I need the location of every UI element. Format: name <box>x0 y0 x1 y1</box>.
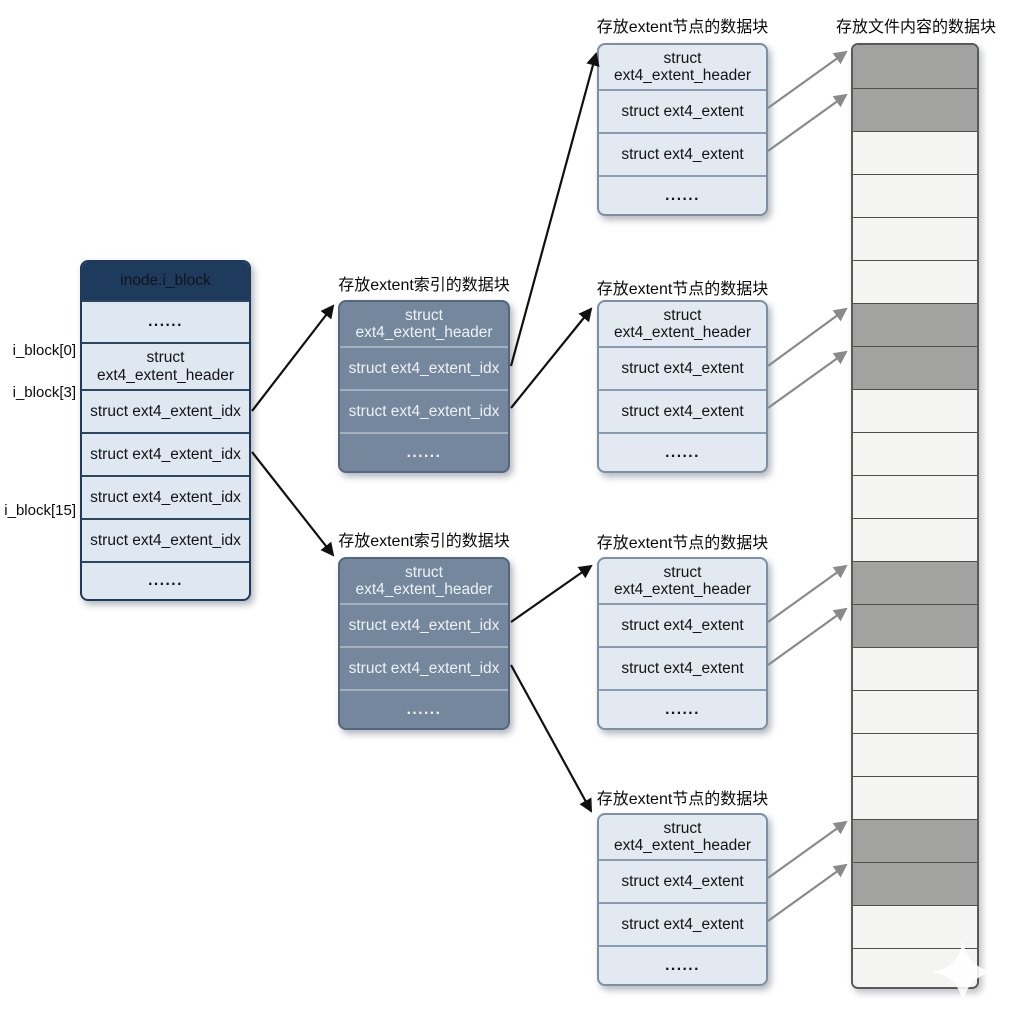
struct-extent-idx-row: struct ext4_extent_idx <box>340 646 508 689</box>
struct-extent-header-row: struct ext4_extent_header <box>613 306 752 341</box>
file-content-column <box>851 43 979 989</box>
node-blocks-title-2: 存放extent节点的数据块 <box>596 281 769 298</box>
data-block-cell <box>853 45 977 88</box>
struct-extent-header-row: struct ext4_extent_header <box>613 819 752 854</box>
ellipsis-row: ...... <box>340 689 508 728</box>
arrow-node3-to-cell14 <box>767 607 848 666</box>
struct-extent-row: struct ext4_extent <box>599 346 766 389</box>
data-block-cell <box>853 776 977 819</box>
arrow-node2-to-cell7 <box>767 307 848 367</box>
struct-extent-row: struct ext4_extent <box>599 646 766 689</box>
extent-node-block-4: struct ext4_extent_header struct ext4_ex… <box>597 813 768 986</box>
arrow-node4-to-cell20 <box>767 863 848 922</box>
data-block-cell <box>853 518 977 561</box>
arrow-node1-to-cell1 <box>767 50 848 109</box>
file-blocks-title: 存放文件内容的数据块 <box>835 19 996 36</box>
data-block-cell <box>853 389 977 432</box>
struct-extent-idx-row: struct ext4_extent_idx <box>82 432 249 475</box>
data-block-cell <box>853 131 977 174</box>
struct-extent-header-row: struct ext4_extent_header <box>613 49 752 84</box>
struct-extent-idx-row: struct ext4_extent_idx <box>82 389 249 432</box>
struct-extent-row: struct ext4_extent <box>599 902 766 945</box>
data-block-cell <box>853 174 977 217</box>
iblock-3-label: i_block[3] <box>12 384 76 401</box>
struct-extent-row: struct ext4_extent <box>599 132 766 175</box>
arrow-node1-to-cell2 <box>767 93 848 152</box>
arrow-inode-to-index1 <box>251 304 335 412</box>
inode-iblock-header: inode.i_block <box>82 262 249 300</box>
node-blocks-title-1: 存放extent节点的数据块 <box>596 19 769 36</box>
data-block-cell <box>853 905 977 948</box>
struct-extent-header-row: struct ext4_extent_header <box>613 563 752 598</box>
arrow-node2-to-cell8 <box>767 350 848 409</box>
data-block-cell <box>853 819 977 862</box>
data-block-cell <box>853 303 977 346</box>
struct-extent-header-row: struct ext4_extent_header <box>82 342 249 389</box>
ellipsis-row: ...... <box>599 175 766 214</box>
data-block-cell <box>853 862 977 905</box>
node-blocks-title-3: 存放extent节点的数据块 <box>596 535 769 552</box>
ellipsis-row: ...... <box>82 300 249 342</box>
data-block-cell <box>853 604 977 647</box>
data-block-cell <box>853 346 977 389</box>
data-block-cell <box>853 217 977 260</box>
data-block-cell <box>853 647 977 690</box>
struct-extent-idx-row: struct ext4_extent_idx <box>340 389 508 432</box>
ellipsis-row: ...... <box>599 689 766 728</box>
arrow-node4-to-cell19 <box>767 820 848 879</box>
struct-extent-row: struct ext4_extent <box>599 859 766 902</box>
struct-extent-row: struct ext4_extent <box>599 603 766 646</box>
data-block-cell <box>853 733 977 776</box>
extent-index-block-2: struct ext4_extent_header struct ext4_ex… <box>338 557 510 730</box>
iblock-15-label: i_block[15] <box>4 502 76 519</box>
struct-extent-header-row: struct ext4_extent_header <box>355 306 493 341</box>
data-block-cell <box>853 561 977 604</box>
extent-index-block-1: struct ext4_extent_header struct ext4_ex… <box>338 300 510 473</box>
data-block-cell <box>853 690 977 733</box>
data-block-cell <box>853 260 977 303</box>
ellipsis-row: ...... <box>599 432 766 471</box>
data-block-cell <box>853 432 977 475</box>
data-block-cell <box>853 88 977 131</box>
struct-extent-idx-row: struct ext4_extent_idx <box>340 603 508 646</box>
node-blocks-title-4: 存放extent节点的数据块 <box>596 791 769 808</box>
struct-extent-idx-row: struct ext4_extent_idx <box>340 346 508 389</box>
struct-extent-header-row: struct ext4_extent_header <box>355 563 493 598</box>
struct-extent-row: struct ext4_extent <box>599 389 766 432</box>
ellipsis-row: ...... <box>340 432 508 471</box>
struct-extent-idx-row: struct ext4_extent_idx <box>82 475 249 518</box>
struct-extent-row: struct ext4_extent <box>599 89 766 132</box>
data-block-cell <box>853 948 977 987</box>
arrow-index1-to-node1 <box>509 52 600 367</box>
ellipsis-row: ...... <box>82 561 249 599</box>
inode-iblock-box: inode.i_block ...... struct ext4_extent_… <box>80 260 251 601</box>
iblock-0-label: i_block[0] <box>12 342 76 359</box>
ellipsis-row: ...... <box>599 945 766 984</box>
arrow-index2-to-node3 <box>510 564 593 623</box>
index-blocks-title-2: 存放extent索引的数据块 <box>338 533 510 550</box>
data-block-cell <box>853 475 977 518</box>
extent-node-block-3: struct ext4_extent_header struct ext4_ex… <box>597 557 768 730</box>
arrow-index1-to-node2 <box>510 307 593 409</box>
extent-node-block-1: struct ext4_extent_header struct ext4_ex… <box>597 43 768 216</box>
struct-extent-idx-row: struct ext4_extent_idx <box>82 518 249 561</box>
arrow-node3-to-cell13 <box>767 564 848 623</box>
extent-node-block-2: struct ext4_extent_header struct ext4_ex… <box>597 300 768 473</box>
index-blocks-title-1: 存放extent索引的数据块 <box>338 277 510 294</box>
